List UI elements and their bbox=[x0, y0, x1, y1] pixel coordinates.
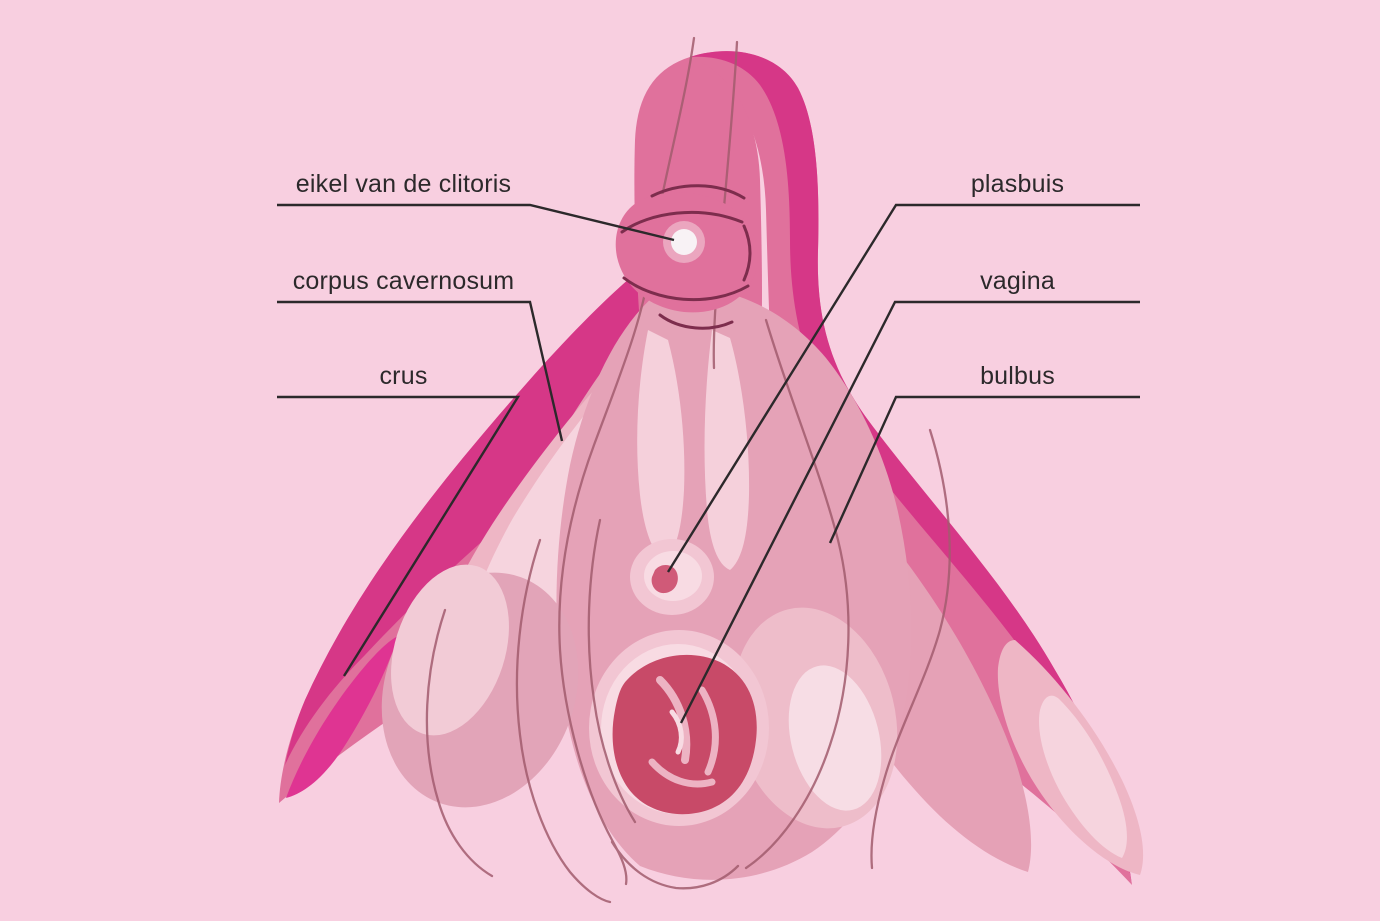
leader-line-eikel-van-de-clitoris bbox=[277, 203, 675, 242]
vaginal-ridge-3 bbox=[648, 758, 716, 788]
vestibule-light-streak-left bbox=[637, 330, 685, 560]
label-corpus-cavernosum: corpus cavernosum bbox=[277, 264, 530, 298]
right-wing-dark-band bbox=[690, 51, 1132, 885]
leader-line-bulbus bbox=[828, 395, 1140, 544]
glans-outline-top bbox=[620, 210, 744, 234]
glans-neck-fold bbox=[658, 313, 734, 330]
label-plasbuis: plasbuis bbox=[895, 167, 1140, 201]
corona-ridge-line bbox=[650, 184, 746, 200]
label-vagina: vagina bbox=[895, 264, 1140, 298]
glans-tip-dot bbox=[671, 229, 697, 255]
contour-line-5 bbox=[587, 518, 637, 824]
label-crus: crus bbox=[277, 359, 530, 393]
leader-line-corpus-cavernosum bbox=[277, 300, 564, 442]
label-eikel-van-de-clitoris: eikel van de clitoris bbox=[277, 167, 530, 201]
vestibule-light-streak-right bbox=[704, 330, 750, 570]
label-text: eikel van de clitoris bbox=[295, 170, 512, 198]
urethral-opening-dot bbox=[651, 564, 678, 594]
contour-line-8 bbox=[610, 840, 740, 890]
label-text: vagina bbox=[980, 267, 1055, 295]
leader-line-plasbuis bbox=[666, 203, 1140, 573]
right-crus-highlight bbox=[1038, 695, 1127, 858]
left-wing-dark-band bbox=[285, 250, 670, 765]
left-wing-tip-accent bbox=[286, 636, 398, 798]
glans-outline-right bbox=[742, 224, 752, 282]
leader-line-vagina bbox=[679, 300, 1140, 724]
contour-line-7 bbox=[515, 538, 612, 904]
label-text: plasbuis bbox=[970, 170, 1065, 198]
label-bulbus: bulbus bbox=[895, 359, 1140, 393]
label-text: crus bbox=[379, 362, 428, 390]
label-text: corpus cavernosum bbox=[292, 267, 515, 295]
contour-line-6 bbox=[425, 608, 494, 878]
contour-line-3 bbox=[744, 318, 850, 870]
left-bulb-highlight bbox=[391, 564, 509, 736]
vaginal-ridge-2 bbox=[698, 686, 719, 776]
vaginal-ridge-1 bbox=[656, 676, 691, 764]
leader-line-crus bbox=[277, 395, 521, 677]
contour-line-4 bbox=[870, 428, 951, 870]
right-bulb-highlight bbox=[788, 665, 882, 811]
vaginal-ridge-4 bbox=[669, 709, 684, 755]
glans-outline-bottom bbox=[622, 276, 750, 302]
label-text: bulbus bbox=[980, 362, 1055, 390]
